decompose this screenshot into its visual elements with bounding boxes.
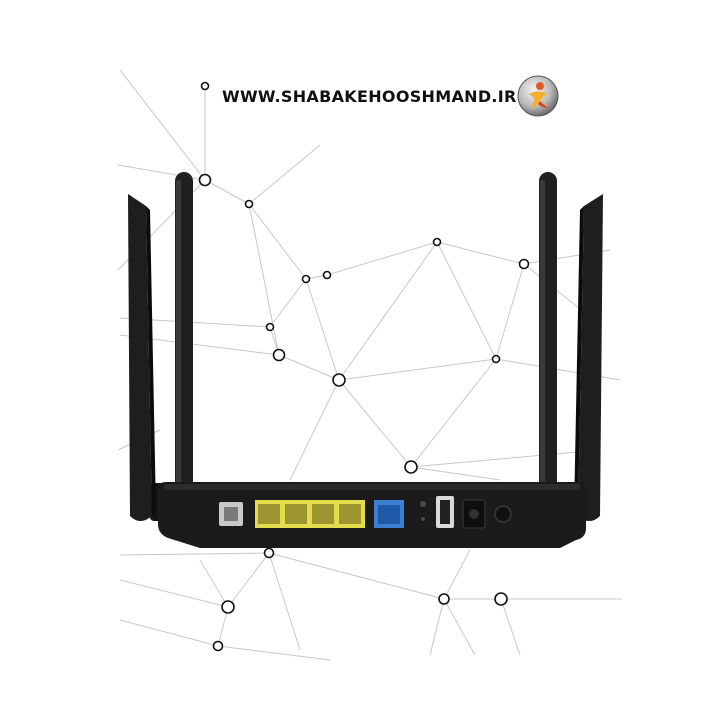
router [128, 172, 603, 548]
usb-port [436, 496, 454, 528]
network-nodes [198, 81, 530, 652]
router-body [158, 482, 586, 548]
watermark-url: WWW.SHABAKEHOOSHMAND.IR [222, 86, 517, 106]
power-jack [462, 499, 486, 529]
network-lines [117, 69, 622, 661]
lan-ports [255, 500, 365, 528]
wan-port [374, 500, 404, 528]
reset-hole [420, 501, 426, 507]
power-button [494, 505, 512, 523]
antennas [128, 172, 603, 521]
shabake-hooshmand-logo-icon [517, 75, 559, 117]
